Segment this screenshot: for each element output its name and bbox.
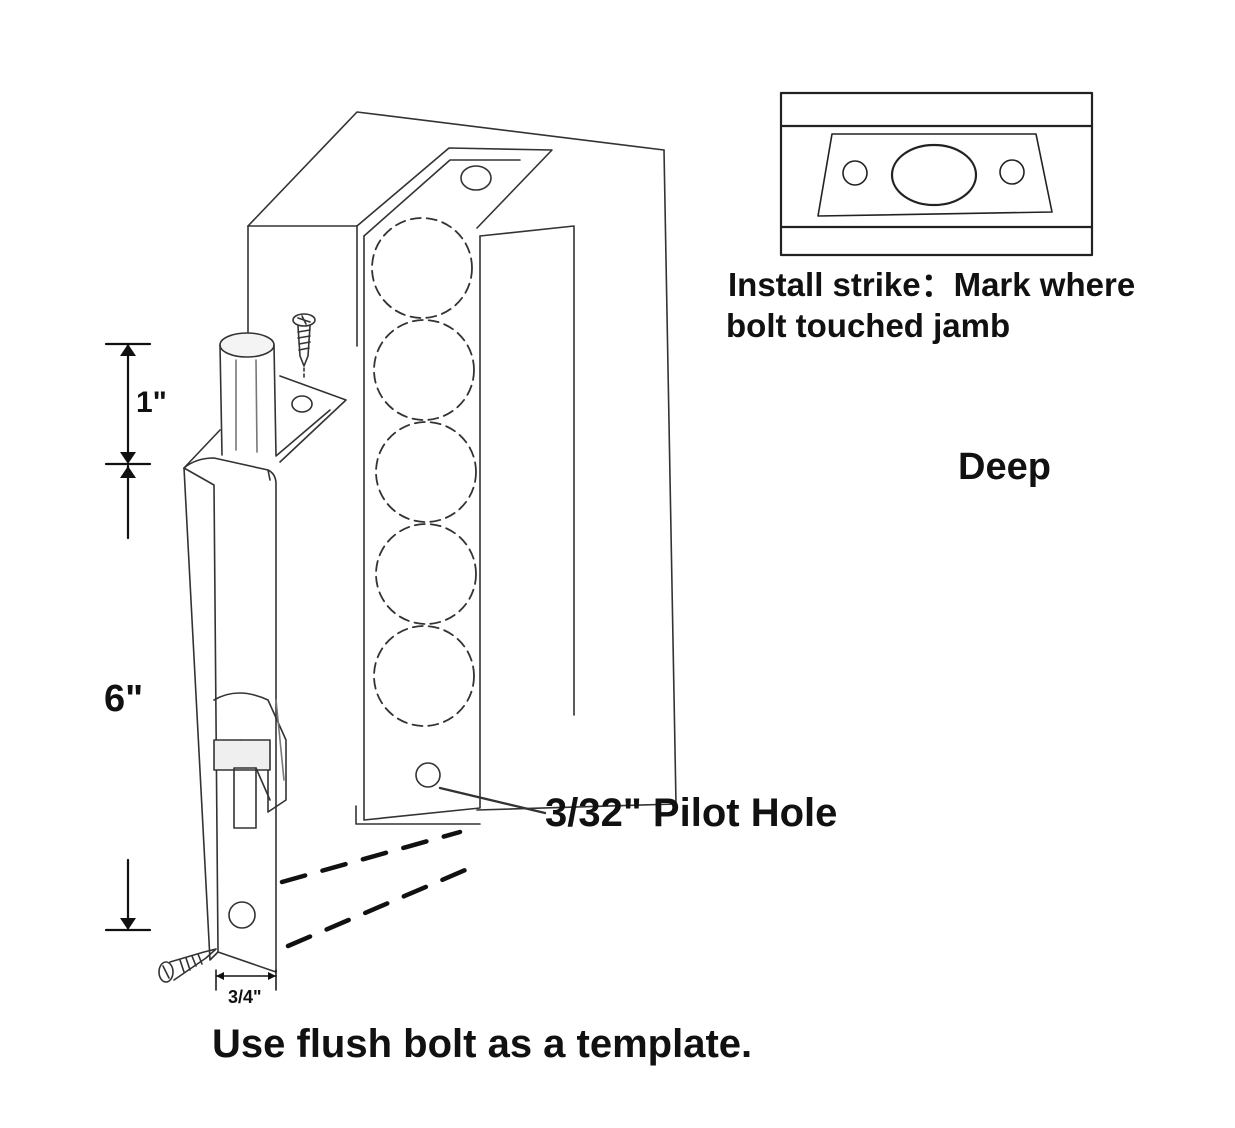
flush-bolt-drawing [183,332,347,973]
dimension-label-1in: 1" [136,386,167,419]
guide-lines [279,829,473,949]
caption: Use flush bolt as a template. [212,1022,753,1066]
door-jamb-drawing [247,111,677,825]
dimension-lines [104,342,277,991]
screw-icon [292,313,316,381]
pilot-hole-label: 3/32" Pilot Hole [545,791,838,835]
strike-instruction-line2: bolt touched jamb [726,307,1011,344]
strike-plate-drawing [779,91,1094,257]
dimension-label-6in: 6" [104,678,144,720]
deep-label: Deep [958,446,1051,488]
dimension-arrows [120,344,276,980]
dimension-label-width: 3/4" [228,987,262,1007]
screw-icon [158,948,217,983]
strike-instruction-line1: Install strike：Mark where [728,266,1136,303]
